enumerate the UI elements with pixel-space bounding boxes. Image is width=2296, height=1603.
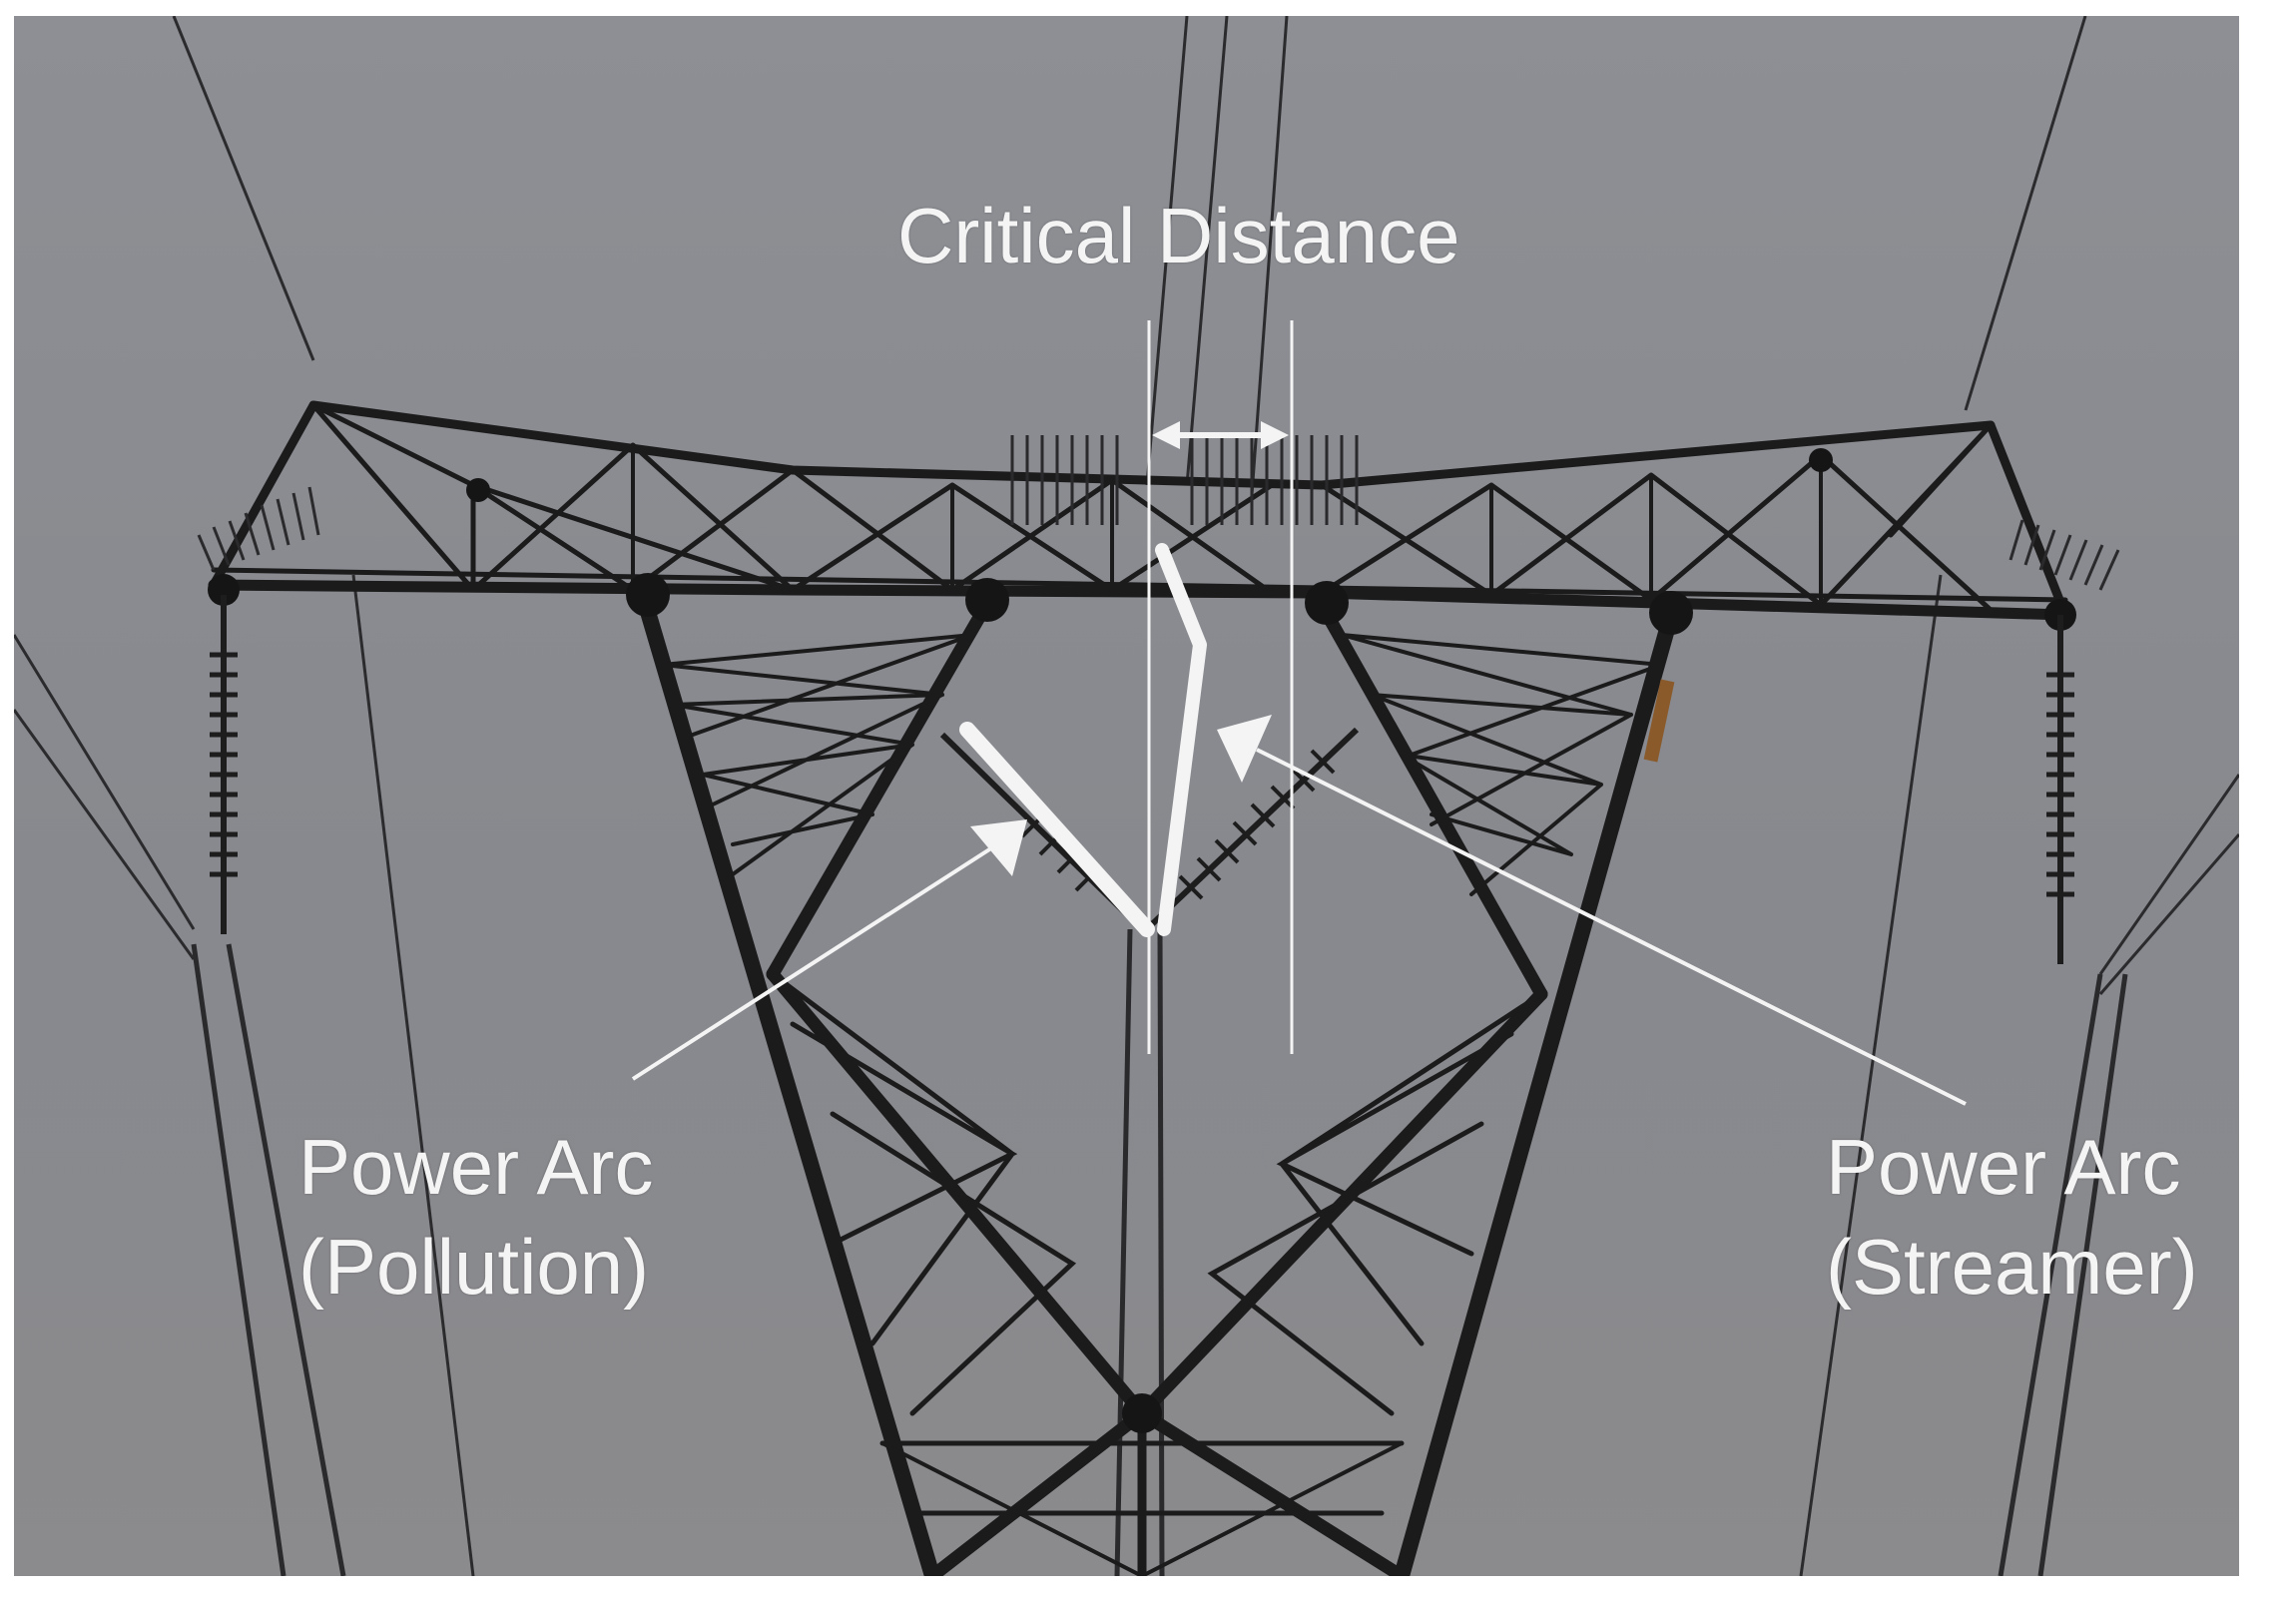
critical-distance-arrow [1152,421,1289,449]
power-arc-streamer-line2: (Streamer) [1826,1223,2198,1311]
streamer-arc-path [1155,543,1207,936]
overhead-wires [14,16,2239,1576]
sky-background [14,16,2239,1576]
joint-plates [208,448,2076,1433]
tower-lattice [208,400,2071,1576]
bird-spikes [197,435,2120,591]
power-arc-pollution-line2: (Pollution) [298,1223,650,1311]
photo-frame: Critical Distance Power Arc (Pollution) … [14,16,2239,1576]
orange-marker [1643,679,1675,763]
transmission-tower-photo [14,16,2239,1576]
power-arc-pollution-label: Power Arc (Pollution) [298,1117,653,1317]
power-arc-streamer-label: Power Arc (Streamer) [1826,1117,2198,1317]
outer-insulator-sheds [210,652,2074,897]
drop-conductors [191,928,2128,1576]
pollution-pointer [631,819,1027,1081]
pollution-arc-path [959,722,1155,937]
streamer-pointer [1217,715,1967,1106]
power-arc-streamer-line1: Power Arc [1826,1123,2181,1211]
power-arc-pollution-line1: Power Arc [298,1123,654,1211]
critical-distance-label: Critical Distance [897,192,1460,279]
